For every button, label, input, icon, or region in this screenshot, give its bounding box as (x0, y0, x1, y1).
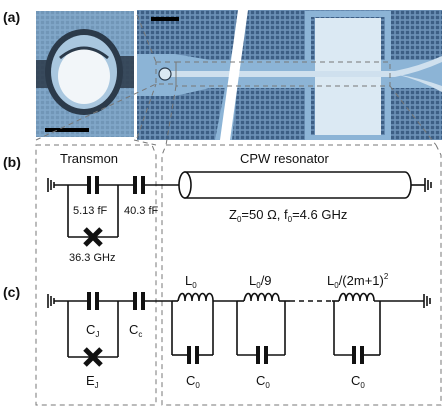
cc-label: Cc (129, 322, 142, 339)
inset-micrograph (36, 11, 134, 137)
lc-cell-1 (171, 292, 237, 364)
transmon-region-box (35, 144, 157, 406)
cc-capacitor (133, 292, 137, 310)
panel-b-label: (b) (3, 154, 21, 170)
transmon-pad (58, 48, 110, 104)
ground-symbol-right (424, 178, 432, 192)
cpw-title: CPW resonator (240, 151, 330, 166)
c0-capacitor-2 (256, 346, 260, 364)
c0-label-m: C0 (351, 373, 365, 390)
main-micrograph (137, 10, 442, 140)
josephson-junction (83, 227, 103, 247)
ej-label: EJ (86, 373, 99, 390)
resonator-region-box (161, 144, 442, 406)
coupling-capacitor (133, 176, 137, 194)
lc-cell-m (332, 292, 424, 364)
cpw-params: Z0=50 Ω, f0=4.6 GHz (229, 207, 347, 224)
cj-label: CJ (86, 322, 99, 339)
circuit-c (47, 292, 431, 367)
inductor-2 (243, 292, 280, 302)
resonator-highlight-box (175, 61, 391, 87)
c0-capacitor-m (352, 346, 356, 364)
inset-scale-bar (45, 128, 89, 132)
inductor-m (338, 292, 375, 302)
shunt-capacitor (87, 176, 91, 194)
ground-symbol-left (47, 178, 55, 192)
c0-label-2: C0 (256, 373, 270, 390)
transmon-title: Transmon (60, 151, 118, 166)
circuit-b (47, 171, 432, 247)
ground-symbol-left-c (47, 294, 55, 308)
c0-label-1: C0 (186, 373, 200, 390)
c0-capacitor-1 (187, 346, 191, 364)
transmon-highlight-box (155, 61, 177, 85)
coupling-cap-value: 40.3 fF (124, 205, 159, 217)
ground-symbol-right-c (423, 294, 431, 308)
panel-c-label: (c) (3, 284, 20, 300)
josephson-junction-c (83, 347, 103, 367)
shunt-cap-value: 5.13 fF (73, 205, 108, 217)
l0-over-9-label: L0/9 (249, 273, 272, 290)
main-scale-bar (151, 17, 179, 21)
panel-a-label: (a) (3, 9, 20, 25)
inductor-1 (177, 292, 214, 302)
l0-over-m-label: L0/(2m+1)2 (327, 272, 389, 290)
cpw-cylinder (178, 171, 425, 199)
cj-capacitor (87, 292, 91, 310)
lc-cell-2 (236, 292, 290, 364)
l0-label: L0 (185, 273, 197, 290)
josephson-freq-value: 36.3 GHz (69, 252, 115, 264)
